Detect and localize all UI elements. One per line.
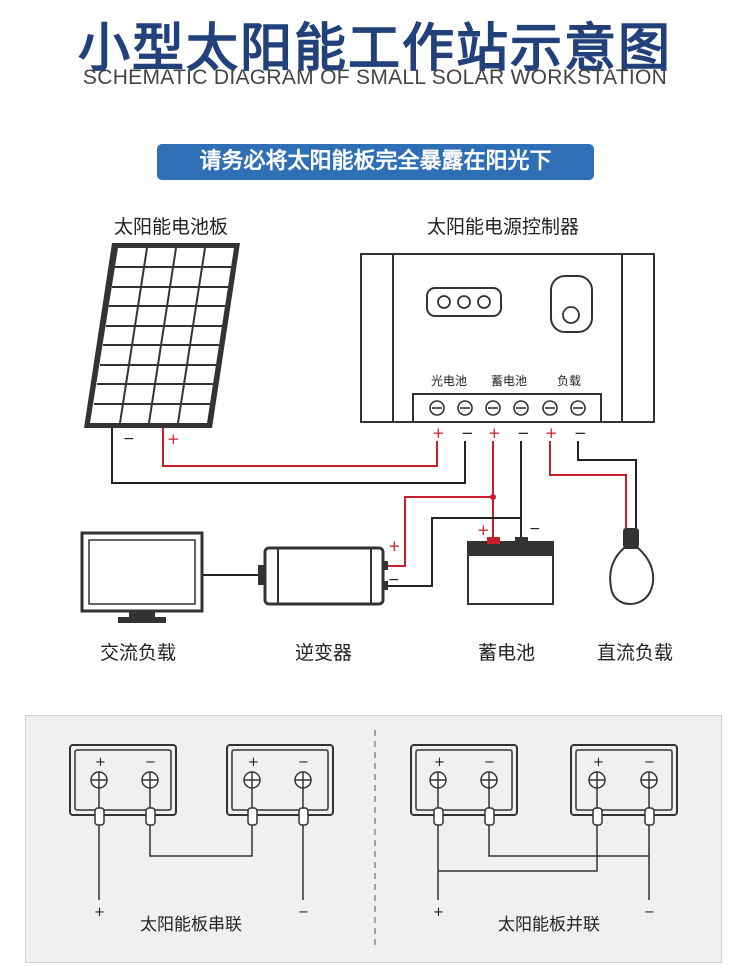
s1-plus: + [95,755,106,770]
series-out-plus: + [94,905,105,920]
inverter-minus-mark: − [388,572,400,588]
series-label: 太阳能板串联 [140,915,242,935]
series-out-minus: − [298,905,309,920]
ac-load-monitor-icon [80,531,204,623]
controller-label: 太阳能电源控制器 [427,216,580,238]
solar-panel-label: 太阳能电池板 [114,216,229,238]
parallel-out-minus: − [644,905,655,920]
page-subtitle: SCHEMATIC DIAGRAM OF SMALL SOLAR WORKSTA… [82,66,668,89]
s2-plus: + [248,755,259,770]
pv-plus-mark: + [432,424,445,442]
batt-plus-mark: + [488,424,501,442]
ac-load-label: 交流负载 [100,642,177,664]
inverter-label: 逆变器 [295,642,353,664]
parallel-label: 太阳能板并联 [498,915,600,935]
battery-icon [467,537,554,605]
p2-plus: + [593,755,604,770]
s1-minus: − [145,755,156,770]
page-title: 小型太阳能工作站示意图 [77,19,672,79]
panel-plus-mark: + [167,430,180,448]
parallel-out-plus: + [433,905,444,920]
solar-panel-icon [84,243,240,428]
battery-label: 蓄电池 [478,642,536,664]
battery-minus-mark: − [529,521,541,537]
load-terminal-label: 负载 [557,374,582,388]
s2-minus: − [298,755,309,770]
p1-plus: + [434,755,445,770]
parallel-wiring-diagram [410,744,678,900]
pv-terminal-label: 光电池 [431,374,468,388]
dc-load-bulb-icon [609,528,655,605]
pv-minus-mark: − [461,424,474,442]
batt-minus-mark: − [517,424,530,442]
series-wiring-diagram [69,744,334,900]
load-plus-mark: + [545,424,558,442]
p2-minus: − [644,755,655,770]
controller-icon [360,253,655,423]
dc-load-label: 直流负载 [597,642,674,664]
panel-minus-mark: − [123,431,135,447]
battery-plus-mark: + [477,521,490,539]
load-minus-mark: − [574,424,587,442]
inverter-icon [258,546,388,606]
battery-terminal-label: 蓄电池 [491,374,528,388]
warning-banner: 请务必将太阳能板完全暴露在阳光下 [157,144,594,180]
p1-minus: − [484,755,495,770]
wiring-examples-panel [25,715,722,963]
inverter-plus-mark: + [388,537,401,555]
